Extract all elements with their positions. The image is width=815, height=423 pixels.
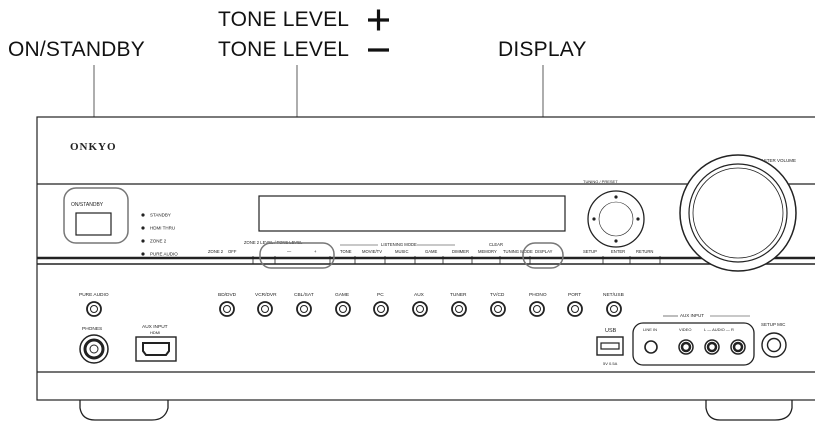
strip-button-movie-tv[interactable]: MOVIE/TV bbox=[362, 249, 382, 254]
master-volume-label: MASTER VOLUME bbox=[757, 158, 796, 163]
callout-on-standby-text: ON/STANDBY bbox=[8, 38, 145, 61]
input-button-pc[interactable] bbox=[373, 301, 389, 317]
strip-button-tone[interactable]: TONE bbox=[340, 249, 352, 254]
clear-label: CLEAR bbox=[489, 242, 503, 247]
strip-button-display[interactable]: DISPLAY bbox=[535, 249, 553, 254]
callout-tone-level-plus: TONE LEVEL bbox=[218, 8, 349, 32]
input-button-aux[interactable] bbox=[412, 301, 428, 317]
left-foot bbox=[79, 400, 169, 421]
phones-label: PHONES bbox=[82, 326, 102, 332]
indicator-list: STANDBY HDMI THRU ZONE 2 PURE AUDIO bbox=[141, 213, 178, 257]
strip-button-tuning-mode[interactable]: TUNING MODE bbox=[503, 249, 533, 254]
on-standby-panel-label: ON/STANDBY bbox=[71, 202, 104, 208]
aux-jack-label-video: VIDEO bbox=[679, 327, 691, 332]
pure-audio-button[interactable] bbox=[86, 301, 102, 317]
strip-button-setup[interactable]: SETUP bbox=[583, 249, 597, 254]
strip-button-enter[interactable]: ENTER bbox=[611, 249, 625, 254]
input-button-tuner[interactable] bbox=[451, 301, 467, 317]
indicator-hdmi-thru: HDMI THRU bbox=[150, 226, 175, 231]
aux-hdmi-label: AUX INPUT bbox=[142, 324, 168, 330]
callout-tone-level-plus-text: TONE LEVEL bbox=[218, 8, 350, 31]
tuning-preset-label: TUNING / PRESET bbox=[583, 179, 618, 184]
setup-mic-jack[interactable] bbox=[761, 332, 787, 358]
usb-port[interactable] bbox=[596, 336, 624, 356]
audio-right-jack[interactable] bbox=[730, 339, 746, 355]
aux-input-panel-label: AUX INPUT bbox=[680, 313, 704, 318]
strip-button-music[interactable]: MUSIC bbox=[395, 249, 409, 254]
input-button-game[interactable] bbox=[335, 301, 351, 317]
callout-tone-level-minus: TONE LEVEL bbox=[218, 38, 349, 62]
phones-jack[interactable] bbox=[79, 334, 109, 364]
strip-button-tone-plus[interactable]: + bbox=[314, 249, 317, 254]
strip-button-off[interactable]: OFF bbox=[228, 249, 237, 254]
input-button-tv-cd[interactable] bbox=[490, 301, 506, 317]
input-label-net-usb: NET/USB bbox=[603, 292, 624, 298]
aux-jack-label-audio: L — AUDIO — R bbox=[704, 327, 734, 332]
aux-jack-labels: LINE IN VIDEO L — AUDIO — R bbox=[643, 327, 734, 332]
input-button-vcr-dvr[interactable] bbox=[257, 301, 273, 317]
input-label-port: PORT bbox=[568, 292, 581, 298]
strip-button-zone-2[interactable]: ZONE 2 bbox=[208, 249, 224, 254]
listening-mode-label: LISTENING MODE bbox=[381, 242, 417, 247]
indicator-standby: STANDBY bbox=[150, 213, 171, 218]
input-label-pc: PC bbox=[377, 292, 384, 298]
tone-level-highlight bbox=[259, 242, 335, 269]
input-label-bd-dvd: BD/DVD bbox=[218, 292, 237, 298]
strip-button-return[interactable]: RETURN bbox=[636, 249, 653, 254]
on-standby-outline bbox=[63, 187, 129, 244]
line-in-jack[interactable] bbox=[644, 340, 658, 354]
input-label-tuner: TUNER bbox=[450, 292, 467, 298]
strip-button-game[interactable]: GAME bbox=[425, 249, 438, 254]
plus-sign-icon bbox=[368, 9, 389, 31]
aux-input-panel bbox=[632, 322, 755, 366]
input-button-phono[interactable] bbox=[529, 301, 545, 317]
strip-button-tone-minus[interactable]: — bbox=[287, 249, 292, 254]
input-label-phono: PHONO bbox=[529, 292, 547, 298]
display-window bbox=[258, 195, 566, 232]
input-button-bd-dvd[interactable] bbox=[219, 301, 235, 317]
onkyo-logo: ONKYO bbox=[70, 141, 117, 153]
aux-hdmi-sub-label: HDMI bbox=[150, 330, 160, 335]
front-strip-buttons: ZONE 2 OFF — + TONE MOVIE/TV MUSIC GAME … bbox=[208, 249, 653, 254]
input-label-tv-cd: TV/CD bbox=[490, 292, 505, 298]
tuning-preset-ring[interactable] bbox=[587, 190, 645, 248]
input-button-net-usb[interactable] bbox=[606, 301, 622, 317]
strip-button-dimmer[interactable]: DIMMER bbox=[452, 249, 469, 254]
input-button-cbl-sat[interactable] bbox=[296, 301, 312, 317]
display-highlight bbox=[522, 242, 564, 269]
strip-button-memory[interactable]: MEMORY bbox=[478, 249, 497, 254]
master-volume-knob[interactable] bbox=[679, 154, 797, 272]
pure-audio-button-label: PURE AUDIO bbox=[79, 292, 109, 298]
indicator-pure-audio: PURE AUDIO bbox=[150, 252, 178, 257]
callout-display: DISPLAY bbox=[498, 38, 587, 62]
input-label-cbl-sat: CBL/SAT bbox=[294, 292, 314, 298]
callout-tone-level-minus-text: TONE LEVEL bbox=[218, 38, 350, 61]
input-label-aux: AUX bbox=[414, 292, 425, 298]
on-standby-button[interactable] bbox=[75, 212, 112, 236]
aux-jack-label-line-in: LINE IN bbox=[643, 327, 657, 332]
hdmi-port[interactable] bbox=[135, 336, 177, 362]
indicator-zone-2: ZONE 2 bbox=[150, 239, 167, 244]
callout-display-text: DISPLAY bbox=[498, 38, 587, 61]
audio-left-jack[interactable] bbox=[704, 339, 720, 355]
video-jack[interactable] bbox=[678, 339, 694, 355]
setup-mic-label: SETUP MIC bbox=[761, 322, 786, 327]
input-label-vcr-dvr: VCR/DVR bbox=[255, 292, 277, 298]
usb-label: USB bbox=[605, 328, 617, 334]
input-selector-labels: BD/DVD VCR/DVR CBL/SAT GAME PC AUX TUNER… bbox=[218, 292, 624, 298]
strip-button-dividers bbox=[252, 256, 661, 264]
input-button-port[interactable] bbox=[567, 301, 583, 317]
usb-spec-label: 5V 0.5A bbox=[603, 361, 618, 366]
callout-on-standby: ON/STANDBY bbox=[8, 38, 145, 62]
input-label-game: GAME bbox=[335, 292, 349, 298]
right-foot bbox=[705, 400, 793, 421]
